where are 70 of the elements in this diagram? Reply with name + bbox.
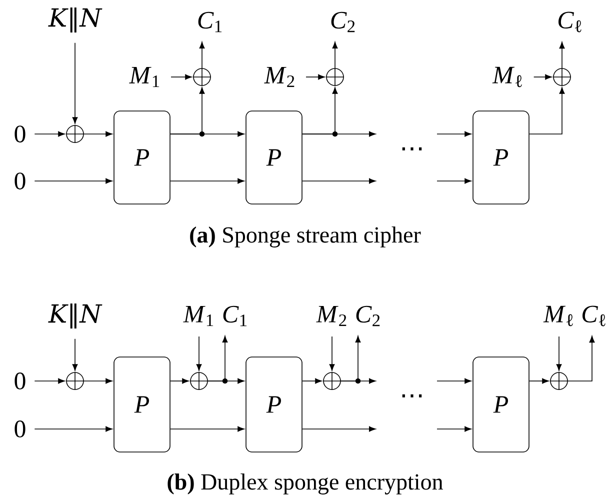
ellipsis: ⋯: [402, 394, 422, 398]
ellipsis: ⋯: [402, 147, 422, 150]
arrow: [340, 336, 361, 382]
permutation-box: P: [246, 356, 302, 452]
arrow: [170, 378, 189, 384]
xor-circle: [66, 124, 84, 144]
variable-label: C$_{ℓ}$: [582, 306, 606, 326]
arrow: [170, 178, 244, 184]
xor-circle: [66, 372, 84, 390]
variable-label: 0: [14, 172, 26, 190]
arrow: [436, 378, 472, 384]
variable-label: 0: [14, 126, 26, 142]
arrow: [529, 87, 565, 134]
variable-label: 0: [14, 420, 26, 438]
arrow: [72, 338, 78, 371]
arrow: [533, 74, 552, 80]
variable-label: M$_{1}$: [129, 66, 160, 88]
arrow: [170, 87, 205, 134]
arrow: [436, 131, 472, 137]
arrow: [529, 378, 549, 384]
variable-label: K‖N: [48, 304, 102, 328]
arrow: [332, 42, 338, 68]
arrow: [34, 378, 65, 384]
variable-label: M$_{2}$: [264, 66, 294, 88]
permutation-box: P: [472, 110, 530, 204]
figure-caption: (b) Duplex sponge encryption: [168, 474, 443, 494]
arrow: [306, 74, 325, 80]
xor-circle: [192, 68, 212, 86]
variable-label: M$_{1}$: [183, 306, 214, 326]
arrow: [84, 131, 112, 137]
arrow: [196, 336, 202, 371]
variable-label: C$_{ℓ}$: [558, 12, 582, 32]
arrow: [34, 426, 112, 432]
arrow: [34, 178, 112, 184]
variable-label: C$_{1}$: [223, 306, 247, 326]
variable-label: M$_{ℓ}$: [492, 66, 522, 88]
arrow: [559, 42, 565, 68]
arrow: [199, 42, 205, 68]
arrow: [436, 178, 472, 184]
permutation-box: P: [114, 110, 170, 204]
permutation-box: P: [472, 356, 530, 452]
arrow: [170, 426, 244, 432]
arrow: [556, 336, 562, 371]
variable-label: K‖N: [48, 8, 102, 32]
arrow: [208, 336, 228, 382]
arrow: [436, 426, 472, 432]
arrow: [329, 336, 335, 371]
permutation-box: P: [246, 110, 302, 204]
figure-caption: (a) Sponge stream cipher: [190, 226, 421, 248]
variable-label: C$_{2}$: [356, 306, 380, 326]
xor-circle: [552, 68, 572, 86]
variable-label: C$_{2}$: [331, 12, 355, 32]
arrow: [302, 378, 322, 384]
variable-label: C$_{1}$: [198, 12, 222, 32]
arrow: [302, 178, 376, 184]
arrow: [302, 87, 338, 134]
arrow: [170, 74, 192, 80]
variable-label: M$_{2}$: [316, 306, 346, 326]
variable-label: 0: [14, 372, 26, 390]
arrow: [84, 378, 112, 384]
xor-circle: [190, 372, 208, 390]
variable-label: M$_{ℓ}$: [543, 306, 573, 326]
xor-circle: [326, 68, 344, 86]
permutation-box: P: [114, 356, 170, 452]
xor-circle: [550, 372, 568, 390]
arrow: [302, 426, 376, 432]
arrow: [72, 42, 78, 124]
arrow: [34, 131, 65, 137]
arrow: [568, 336, 595, 382]
xor-circle: [322, 372, 342, 390]
